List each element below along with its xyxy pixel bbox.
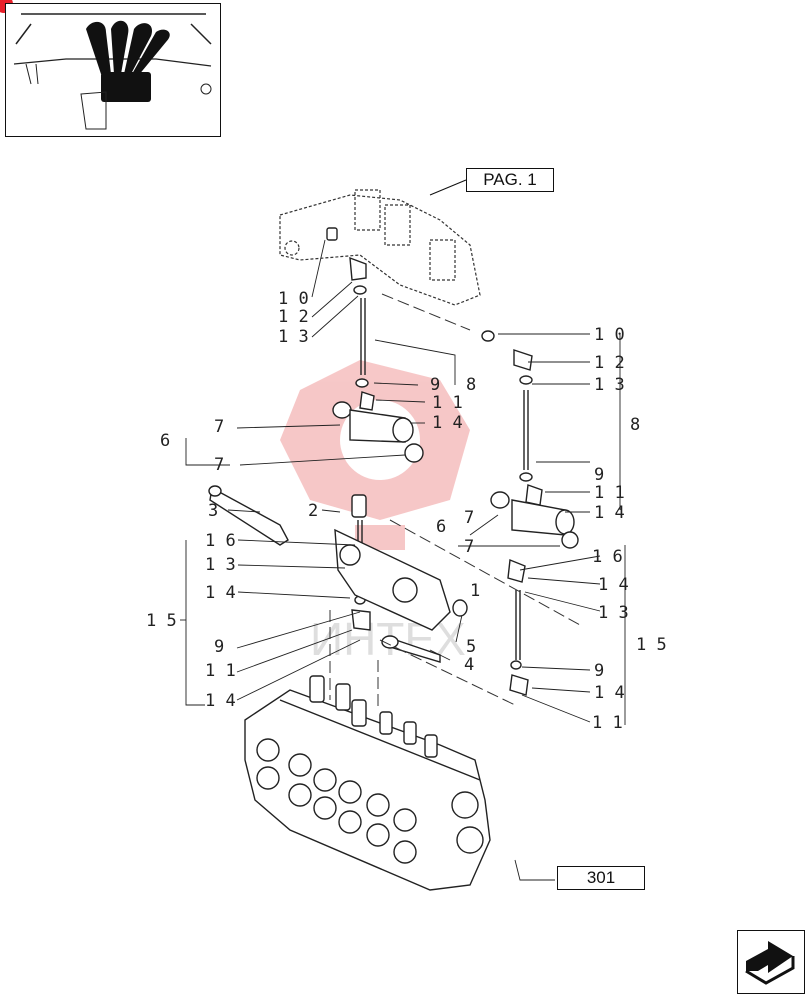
callout-7-c: 7 [464,508,474,528]
callout-10-b: 1 0 [594,325,625,345]
next-page-arrow-icon[interactable] [737,930,805,994]
callout-leaders [180,239,626,881]
bolt-part-4 [381,635,441,663]
callout-6-a: 6 [160,431,170,451]
callout-5: 5 [466,637,476,657]
callout-14-f: 1 4 [594,683,625,703]
callout-13-b: 1 3 [594,375,625,395]
bracket-part-1 [334,528,468,631]
callout-12-b: 1 2 [594,353,625,373]
callout-16-a: 1 6 [205,531,236,551]
callout-16-b: 1 6 [592,547,623,567]
callout-13-a: 1 3 [278,327,309,347]
callout-14-d: 1 4 [598,575,629,595]
callout-9-d: 9 [594,661,604,681]
callout-14-a: 1 4 [432,413,463,433]
callout-6-b: 6 [436,517,446,537]
callout-15-b: 1 5 [636,635,667,655]
callout-9-b: 9 [594,465,604,485]
reference-box-pag1[interactable]: PAG. 1 [466,168,554,192]
callout-4: 4 [464,655,474,675]
callout-labels: 1 0 1 2 1 3 1 0 1 2 1 3 8 8 9 1 1 1 4 7 … [146,289,667,733]
leader-pag1 [429,179,467,196]
callout-11-a: 1 1 [432,393,463,413]
callout-12-a: 1 2 [278,307,309,327]
callout-11-d: 1 1 [592,713,623,733]
pin-part-3 [208,485,289,546]
callout-11-b: 1 1 [594,483,625,503]
callout-10-a: 1 0 [278,289,309,309]
reference-box-301[interactable]: 301 [557,866,645,890]
callout-11-c: 1 1 [205,661,236,681]
callout-14-c: 1 4 [205,583,236,603]
callout-7-a: 7 [214,417,224,437]
callout-9-a: 9 [430,375,440,395]
upper-frame-assembly [279,189,481,306]
callout-2: 2 [308,501,318,521]
callout-14-e: 1 4 [205,691,236,711]
callout-14-b: 1 4 [594,503,625,523]
callout-13-c: 1 3 [205,555,236,575]
callout-8-b: 8 [630,415,640,435]
callout-13-d: 1 3 [598,603,629,623]
callout-8-a: 8 [466,375,476,395]
callout-9-c: 9 [214,637,224,657]
right-linkage [481,330,579,696]
arrow-icon [745,941,795,985]
callout-1: 1 [470,581,480,601]
cab-thumbnail-drawing [13,13,212,130]
cab-thumbnail [5,3,221,137]
callout-3: 3 [208,501,218,521]
left-linkage [326,227,424,631]
callout-15-a: 1 5 [146,611,177,631]
callout-7-d: 7 [464,537,474,557]
control-valve-block [244,675,491,891]
callout-7-b: 7 [214,455,224,475]
